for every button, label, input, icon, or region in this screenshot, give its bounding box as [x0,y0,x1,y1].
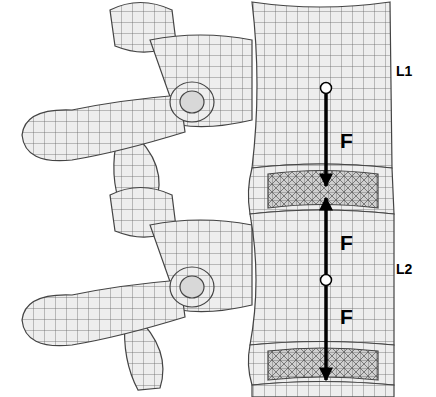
vertebral-body [252,2,392,168]
force-arrow [324,94,328,186]
force-label: F [340,232,353,253]
vertebral-bodies [248,2,394,397]
vertebra-label: L2 [396,262,412,276]
transverse-process [22,95,185,161]
force-label: F [340,306,353,327]
load-point [321,275,332,286]
force-label: F [340,130,353,151]
facet-joint [180,91,204,113]
intervertebral-disc [248,164,394,214]
load-point [321,83,332,94]
nucleus [268,171,378,209]
facet-joint [170,82,214,122]
vertebra-label: L1 [396,64,412,78]
facet-joint [170,267,214,307]
vertebral-body [250,210,394,345]
force-arrow [324,286,328,380]
transverse-process [22,280,185,346]
nucleus [268,348,378,380]
intervertebral-disc [248,342,394,386]
force-arrows [324,94,328,380]
posterior-elements [22,3,252,391]
facet-joint [180,276,204,298]
vertebral-body [252,382,394,397]
force-arrow [324,198,328,274]
